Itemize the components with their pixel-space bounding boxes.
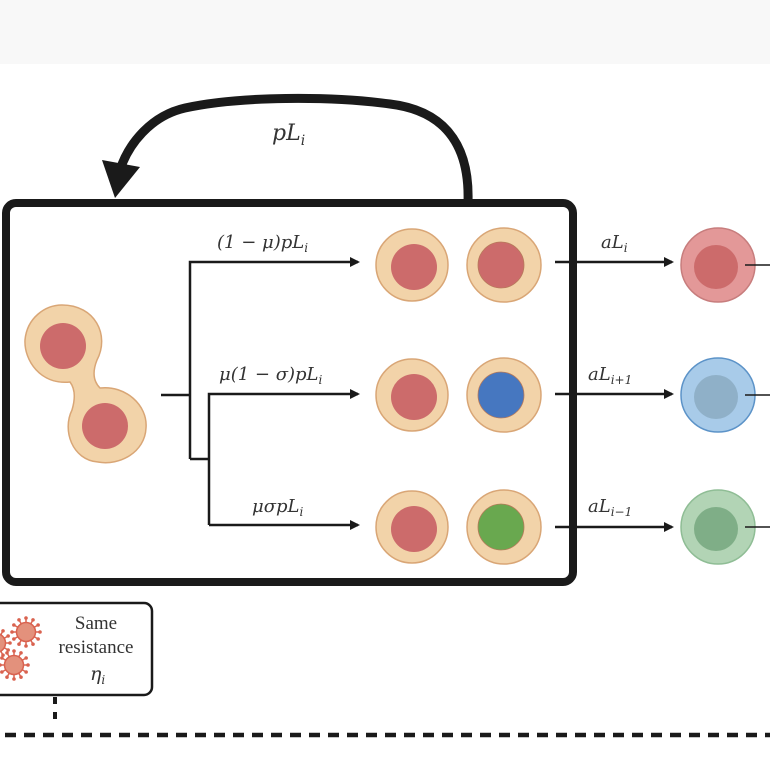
daughter-nucleus-parental <box>391 374 437 420</box>
legend-line-2: resistance <box>59 637 134 658</box>
daughter-cells <box>375 227 542 565</box>
daughter-nucleus-mutant <box>477 503 525 551</box>
virus-icon <box>0 649 30 681</box>
output-cell-0 <box>680 227 770 303</box>
main-box <box>2 199 577 586</box>
legend-eta: ηi <box>90 663 105 687</box>
daughter-pair-1 <box>375 357 542 433</box>
top-band <box>0 0 770 64</box>
output-label-same: aLi <box>601 232 628 255</box>
parent-dividing-cell <box>24 304 147 464</box>
branch-label-no-mutation: (1 − μ)pLi <box>217 232 308 255</box>
feedback-arrowhead <box>102 160 140 198</box>
output-cell-nucleus <box>694 507 738 551</box>
branch-lines <box>161 257 360 530</box>
virus-icons <box>0 616 42 681</box>
daughter-nucleus-parental <box>391 244 437 290</box>
output-cell-nucleus <box>694 375 738 419</box>
legend-line-1: Same <box>75 613 117 634</box>
feedback-label: pLi <box>272 121 305 149</box>
parent-nucleus-bottom <box>82 403 128 449</box>
daughter-nucleus-mutant <box>477 371 525 419</box>
daughter-nucleus-parental <box>391 506 437 552</box>
output-cells <box>680 227 770 565</box>
output-label-up: aLi+1 <box>588 364 632 387</box>
output-cell-2 <box>680 489 770 565</box>
daughter-pair-0 <box>375 227 542 303</box>
output-arrows <box>555 257 674 532</box>
output-label-down: aLi−1 <box>588 496 632 519</box>
branch-label-mutation-up: μ(1 − σ)pLi <box>219 364 322 387</box>
virus-icon <box>0 629 12 657</box>
virus-icon <box>10 616 42 648</box>
daughter-pair-2 <box>375 489 542 565</box>
output-cell-1 <box>680 357 770 433</box>
daughter-nucleus-mutant <box>477 241 525 289</box>
feedback-arrow <box>115 93 473 203</box>
parent-nucleus-top <box>40 323 86 369</box>
branch-label-mutation-down: μσpLi <box>252 496 303 519</box>
output-cell-nucleus <box>694 245 738 289</box>
